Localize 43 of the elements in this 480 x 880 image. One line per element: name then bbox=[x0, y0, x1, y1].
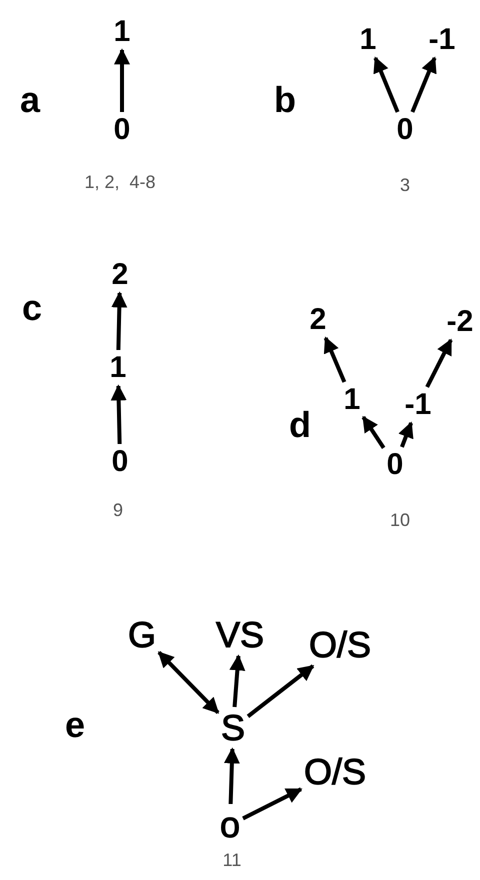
arrow bbox=[362, 416, 386, 449]
node-label: o bbox=[220, 807, 240, 843]
figure-reference: 9 bbox=[113, 501, 123, 519]
panel-letter: c bbox=[22, 290, 42, 326]
node-label: O/S bbox=[304, 754, 366, 790]
panel-letter: b bbox=[274, 82, 296, 118]
panel-letter: d bbox=[289, 407, 311, 443]
node-label: 2 bbox=[112, 260, 128, 290]
node-label: -1 bbox=[428, 25, 456, 55]
node-label: 1 bbox=[110, 353, 126, 383]
arrow bbox=[410, 56, 437, 113]
arrow bbox=[224, 747, 240, 804]
figure-reference: 3 bbox=[400, 176, 410, 194]
panel-letter: e bbox=[64, 707, 86, 743]
node-label: 1 bbox=[360, 25, 376, 55]
arrow bbox=[324, 336, 346, 383]
node-label: 1 bbox=[344, 385, 360, 415]
node-label: VS bbox=[216, 617, 264, 653]
arrow bbox=[114, 48, 130, 112]
arrow bbox=[110, 384, 127, 444]
node-label: 0 bbox=[112, 447, 128, 477]
arrow bbox=[373, 56, 400, 113]
node-label: 0 bbox=[386, 450, 404, 480]
arrow bbox=[246, 664, 314, 718]
arrow bbox=[398, 422, 414, 448]
node-label: S bbox=[221, 710, 245, 746]
arrow bbox=[242, 787, 302, 820]
node-label: -2 bbox=[446, 307, 474, 337]
node-label: G bbox=[128, 617, 156, 653]
node-label: -1 bbox=[404, 390, 432, 420]
arrow bbox=[111, 291, 128, 350]
node-label: O/S bbox=[309, 627, 371, 663]
arrow bbox=[158, 650, 220, 714]
figure-reference: 11 bbox=[222, 851, 242, 869]
node-label: 0 bbox=[114, 115, 130, 145]
arrow bbox=[229, 654, 246, 708]
node-label: 0 bbox=[396, 115, 414, 145]
arrow bbox=[425, 338, 453, 388]
figure-reference: 1, 2, 4-8 bbox=[84, 173, 156, 191]
node-label: 2 bbox=[310, 305, 326, 335]
panel-letter: a bbox=[20, 82, 40, 118]
figure-reference: 10 bbox=[390, 511, 410, 529]
node-label: 1 bbox=[114, 17, 130, 47]
